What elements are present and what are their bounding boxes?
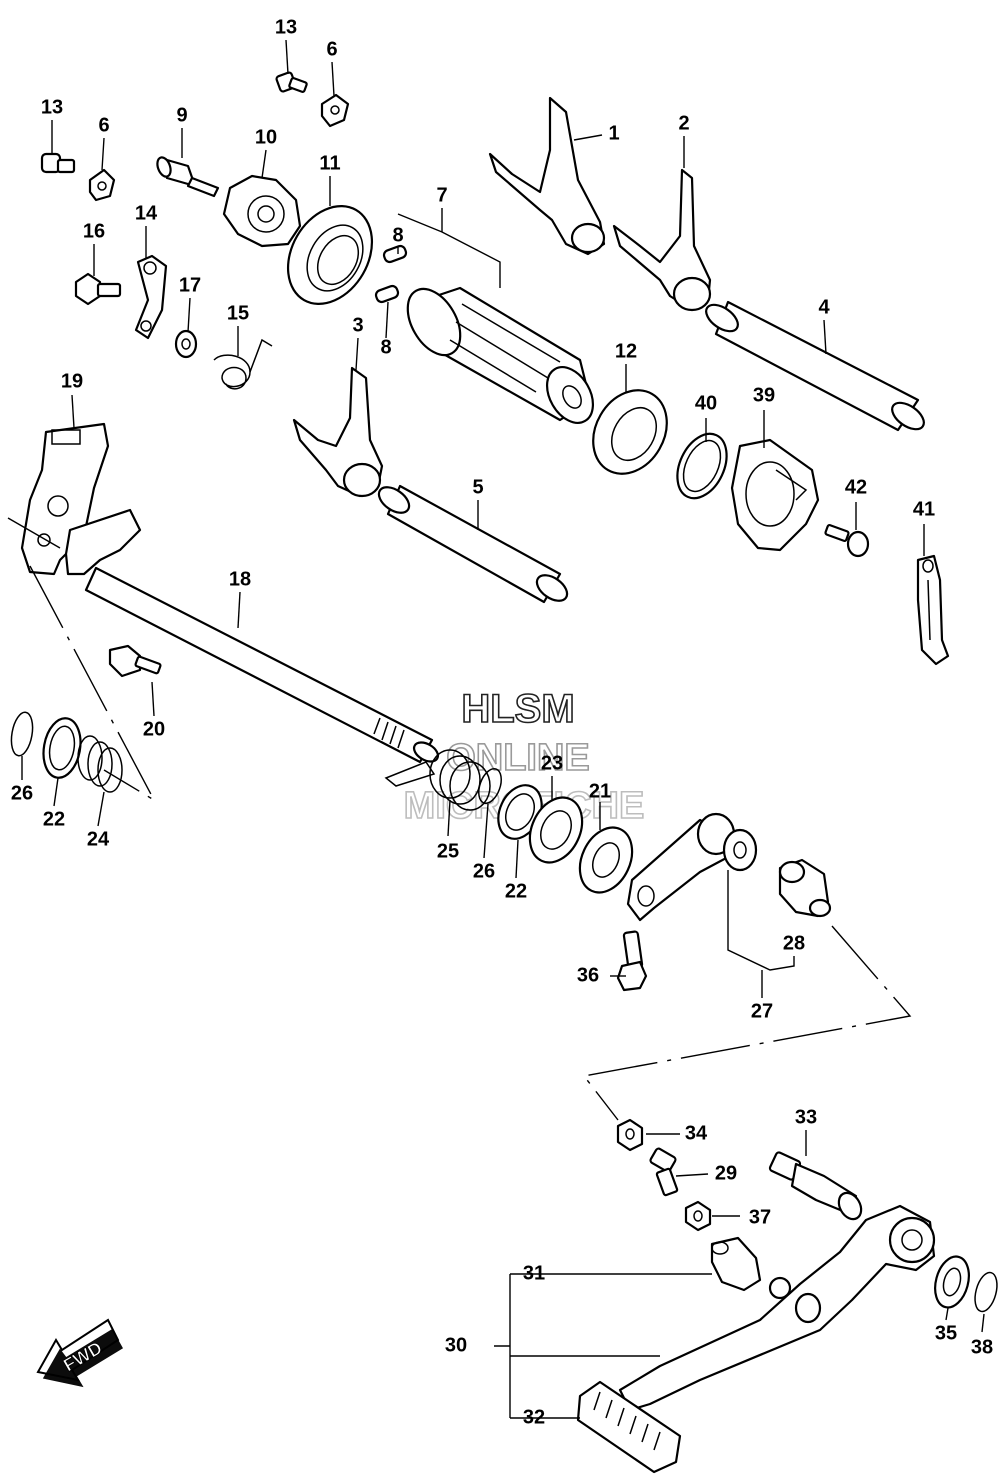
- callout-17: 17: [179, 274, 201, 296]
- part-25-return-spring: [384, 749, 491, 811]
- callout-13-left: 13: [41, 96, 63, 118]
- callout-11: 11: [319, 152, 340, 174]
- callout-6-top: 6: [326, 38, 337, 60]
- part-42-screw: [824, 524, 870, 558]
- part-12-bearing: [592, 389, 668, 475]
- part-19-gearshift-arm: [20, 422, 110, 576]
- part-33-pivot-bolt: [768, 1151, 863, 1221]
- callout-13-top: 13: [275, 16, 297, 38]
- callout-10: 10: [255, 126, 277, 148]
- callout-4: 4: [818, 296, 830, 318]
- part-35-washer: [934, 1255, 970, 1309]
- callout-16: 16: [83, 220, 105, 242]
- part-8-pins: [374, 244, 408, 304]
- callout-19: 19: [61, 370, 83, 392]
- callout-42: 42: [845, 476, 867, 498]
- callout-34: 34: [685, 1122, 708, 1144]
- part-41-clamp: [916, 554, 950, 666]
- part-13-screw-top: [275, 71, 308, 93]
- watermark: HLSM ONLINE MICROFICHE: [403, 686, 645, 828]
- callout-23: 23: [541, 752, 563, 774]
- callout-39: 39: [753, 384, 775, 406]
- part-37-nut: [684, 1200, 712, 1232]
- callout-21: 21: [589, 780, 611, 802]
- part-6-plate-top: [320, 93, 350, 128]
- part-38-circlip: [974, 1271, 998, 1313]
- part-40-ring: [676, 432, 728, 500]
- part-18-gearshift-shaft: [64, 508, 440, 764]
- part-26-circlip-right: [478, 767, 502, 805]
- part-34-nut: [616, 1118, 644, 1152]
- part-3-shift-fork: [292, 366, 384, 498]
- part-27-shift-link: [626, 812, 758, 922]
- callout-12: 12: [615, 340, 637, 362]
- callout-1: 1: [608, 122, 619, 144]
- callout-40: 40: [695, 392, 717, 414]
- callout-38: 38: [971, 1336, 993, 1358]
- part-20-bolt: [108, 644, 162, 678]
- part-22-washer-right: [497, 784, 543, 840]
- callout-9: 9: [176, 104, 187, 126]
- callout-5: 5: [472, 476, 483, 498]
- callout-25: 25: [437, 840, 459, 862]
- part-29-bolt: [649, 1147, 679, 1197]
- callout-20: 20: [143, 718, 165, 740]
- part-5-fork-shaft: [377, 484, 569, 604]
- callout-22-right: 22: [505, 880, 527, 902]
- leader-lines: [7, 39, 985, 1419]
- part-22-washer-left: [42, 717, 82, 779]
- part-11-bearing: [286, 205, 374, 305]
- part-31-rod-end: [710, 1236, 762, 1292]
- callout-15: 15: [227, 302, 249, 324]
- callout-8-bottom: 8: [380, 336, 391, 358]
- part-28-ball-joint: [778, 858, 832, 918]
- callout-26-left: 26: [11, 782, 33, 804]
- fwd-arrow-icon: FWD: [36, 1318, 124, 1388]
- callout-2: 2: [678, 112, 689, 134]
- callout-37: 37: [749, 1206, 771, 1228]
- callout-41: 41: [913, 498, 935, 520]
- part-2-shift-fork: [612, 168, 712, 312]
- part-13-screw-left: [40, 152, 76, 174]
- part-10-shift-cam: [222, 174, 302, 248]
- part-30-gearshift-lever: [618, 1204, 936, 1412]
- callout-22-left: 22: [43, 808, 65, 830]
- watermark-line-1: HLSM: [461, 687, 574, 731]
- part-6-plate-left: [88, 168, 116, 202]
- part-7-shift-drum: [406, 286, 595, 424]
- part-21-washer: [578, 826, 634, 894]
- part-39-bracket: [730, 438, 820, 552]
- callout-36: 36: [577, 964, 599, 986]
- callout-14: 14: [135, 202, 158, 224]
- callout-35: 35: [935, 1322, 957, 1344]
- callout-7: 7: [436, 184, 447, 206]
- part-17-washer: [174, 329, 198, 359]
- callout-18: 18: [229, 568, 251, 590]
- callout-6-left: 6: [98, 114, 109, 136]
- part-36-bolt: [616, 930, 648, 992]
- part-15-spring: [213, 338, 273, 390]
- part-9-pin: [156, 156, 220, 198]
- part-4-fork-shaft: [705, 300, 925, 432]
- callout-3: 3: [352, 314, 363, 336]
- callout-27: 27: [751, 1000, 773, 1022]
- part-23-oil-seal: [528, 796, 584, 864]
- callout-24: 24: [87, 828, 110, 850]
- callout-31: 31: [523, 1262, 545, 1284]
- callout-8-top: 8: [392, 224, 403, 246]
- callout-32: 32: [523, 1406, 545, 1428]
- part-26-circlip-left: [10, 711, 34, 757]
- callout-26-right: 26: [473, 860, 495, 882]
- part-1-shift-fork: [488, 96, 606, 256]
- part-14-stopper-arm: [134, 254, 168, 340]
- part-16-bolt: [74, 272, 122, 306]
- callout-labels: 13 6 13 6 9 10 11 7 8 8 14 16 17 15 1 2 …: [11, 16, 993, 1428]
- callout-33: 33: [795, 1106, 817, 1128]
- part-24-spring: [77, 735, 123, 793]
- callout-28: 28: [783, 932, 805, 954]
- part-32-footpeg-rubber: [576, 1380, 682, 1474]
- callout-29: 29: [715, 1162, 737, 1184]
- callout-30: 30: [445, 1334, 467, 1356]
